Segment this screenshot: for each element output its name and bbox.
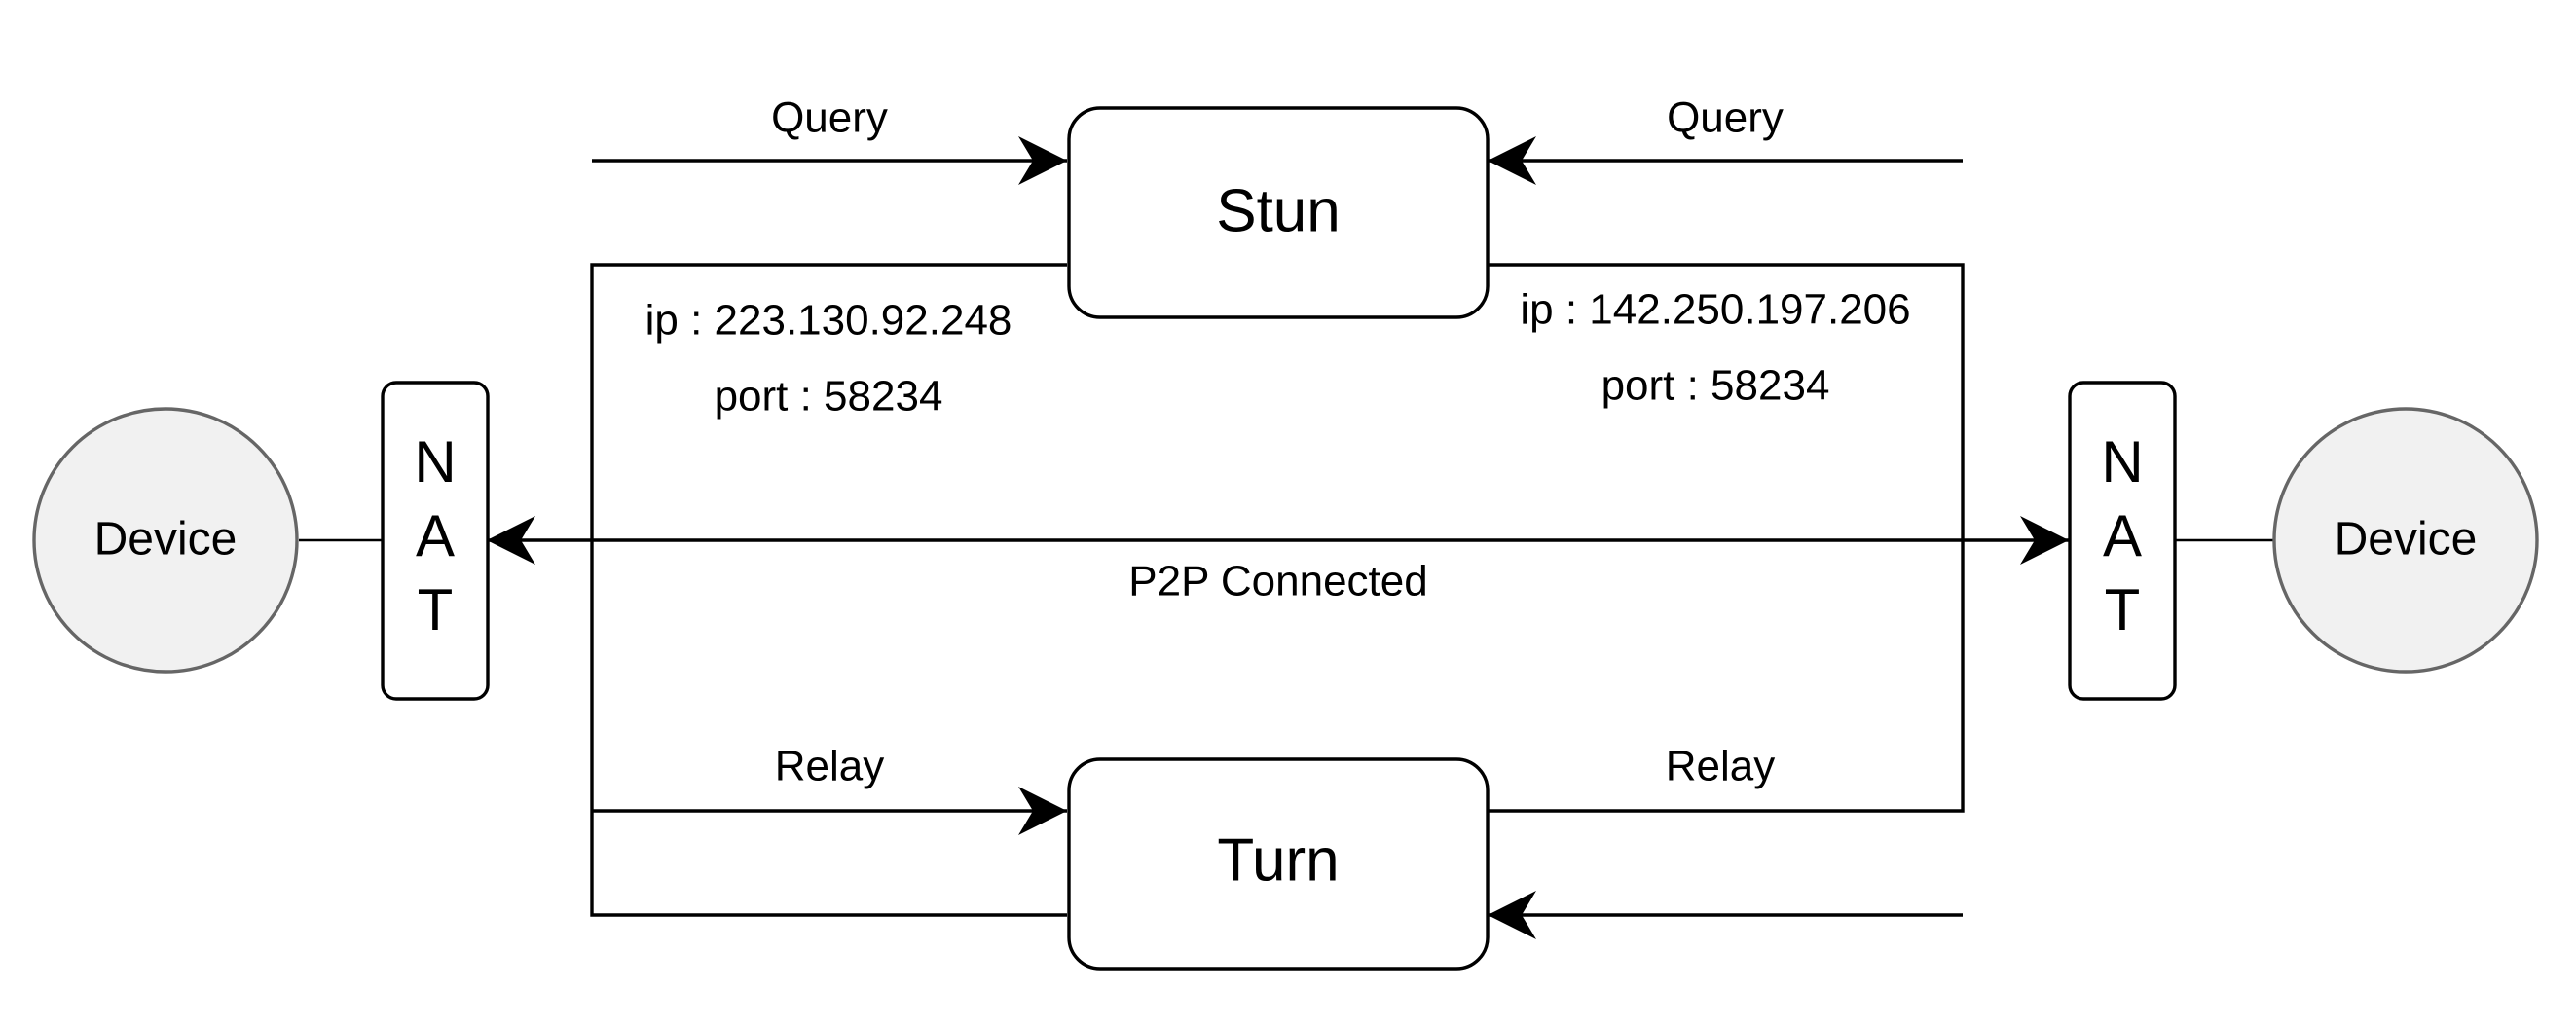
left-device-circle bbox=[32, 407, 299, 674]
right-device-circle bbox=[2272, 407, 2539, 674]
turn-server: Turn bbox=[1067, 757, 1490, 971]
right-device-label: Device bbox=[2335, 514, 2478, 566]
right-nat: N A T bbox=[2068, 381, 2177, 701]
right-nat-box bbox=[2068, 381, 2177, 701]
query-left-label: Query bbox=[771, 94, 888, 142]
query-right-label: Query bbox=[1667, 94, 1784, 142]
right-nat-letter-a: A bbox=[2103, 503, 2142, 568]
right-ip-label: ip : 142.250.197.206 bbox=[1520, 286, 1910, 334]
stun-server-label: Stun bbox=[1216, 177, 1341, 244]
left-stun-return-line bbox=[590, 263, 1067, 917]
right-stun-return-line bbox=[1488, 263, 1965, 813]
relay-left-label: Relay bbox=[775, 743, 885, 790]
left-port-label: port : 58234 bbox=[715, 373, 943, 421]
left-nat-letter-n: N bbox=[414, 429, 456, 495]
right-nat-letter-t: T bbox=[2105, 577, 2141, 642]
relay-right-label: Relay bbox=[1666, 743, 1776, 790]
left-nat-box bbox=[381, 381, 490, 701]
p2p-connected-label: P2P Connected bbox=[1128, 558, 1427, 605]
left-nat-letter-a: A bbox=[416, 503, 455, 568]
left-ip-label: ip : 223.130.92.248 bbox=[645, 297, 1012, 345]
left-nat-letter-t: T bbox=[418, 577, 454, 642]
right-port-label: port : 58234 bbox=[1601, 362, 1830, 410]
right-nat-letter-n: N bbox=[2101, 429, 2143, 495]
stun-server-box bbox=[1067, 106, 1490, 319]
left-device: Device bbox=[32, 407, 299, 674]
turn-server-box bbox=[1067, 757, 1490, 971]
turn-server-label: Turn bbox=[1217, 826, 1339, 894]
left-device-label: Device bbox=[94, 514, 238, 566]
stun-server: Stun bbox=[1067, 106, 1490, 319]
right-device: Device bbox=[2272, 407, 2539, 674]
left-nat: N A T bbox=[381, 381, 490, 701]
